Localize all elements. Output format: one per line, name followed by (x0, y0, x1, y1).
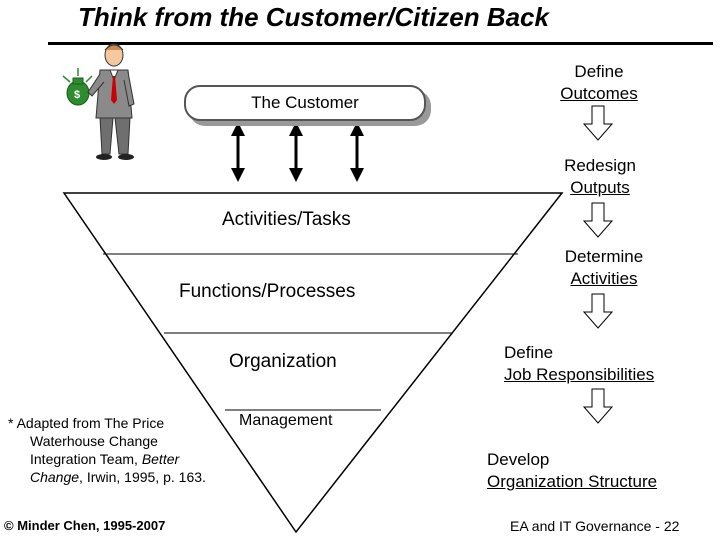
step-define-outcomes: Define Outcomes (551, 61, 647, 105)
down-arrow-icon (582, 105, 614, 141)
step-line2: Organization Structure (487, 472, 658, 491)
step-line1: Define (504, 343, 554, 362)
step-determine-activities: Determine Activities (556, 246, 652, 290)
slide-title: Think from the Customer/Citizen Back (78, 2, 549, 32)
level-activities-tasks: Activities/Tasks (222, 209, 351, 230)
title-underline (48, 42, 713, 45)
level-organization: Organization (229, 351, 337, 372)
inverted-pyramid (62, 192, 564, 534)
footnote-line: Waterhouse Change (30, 433, 158, 449)
step-line1: Determine (564, 247, 644, 266)
footnote-line: * Adapted from The Price (8, 415, 165, 431)
step-line2: Outputs (570, 178, 630, 197)
step-line1: Develop (487, 450, 550, 469)
footnote-italic: Change (30, 469, 80, 485)
level-management: Management (239, 412, 333, 429)
footnote-line: Integration Team, Better (8, 450, 206, 468)
customer-box: The Customer (184, 85, 426, 121)
down-arrow-icon (582, 293, 614, 329)
footnote-line: Change, Irwin, 1995, p. 163. (8, 468, 206, 486)
step-define-job-responsibilities: Define Job Responsibilities (504, 342, 654, 386)
customer-label: The Customer (251, 93, 359, 112)
businessman-icon: $ (62, 43, 135, 160)
bidirectional-arrow (350, 122, 364, 182)
page-label: EA and IT Governance - 22 (510, 518, 680, 534)
down-arrow-icon (582, 202, 614, 238)
step-line1: Redesign (564, 156, 636, 175)
level-functions-processes: Functions/Processes (179, 281, 356, 302)
down-arrow-icon (582, 388, 614, 424)
footnote-text: , Irwin, 1995, p. 163. (79, 469, 206, 485)
dollar-sign: $ (74, 89, 80, 101)
source-footnote: * Adapted from The Price Waterhouse Chan… (8, 414, 206, 486)
footnote-italic: Better (141, 451, 180, 467)
step-redesign-outputs: Redesign Outputs (558, 155, 642, 199)
step-line1: Define (574, 62, 624, 81)
copyright-credit: © Minder Chen, 1995-2007 (4, 518, 166, 533)
step-line2: Outcomes (560, 84, 638, 103)
step-develop-organization-structure: Develop Organization Structure (487, 449, 657, 493)
step-line2: Job Responsibilities (504, 365, 655, 384)
step-line2: Activities (570, 269, 638, 288)
bidirectional-arrow (231, 122, 245, 182)
bidirectional-arrow (289, 122, 303, 182)
footnote-text: Integration Team, (30, 451, 142, 467)
